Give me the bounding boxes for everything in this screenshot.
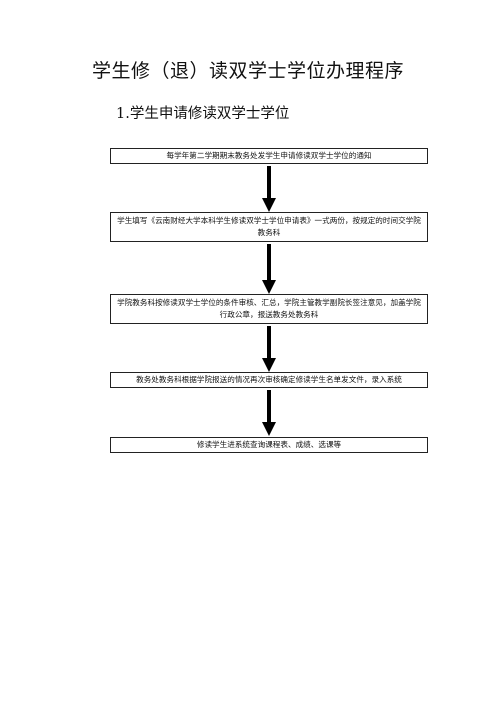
flow-step-3-text: 学院教务科按修读双学士学位的条件审核、汇总，学院主管教学副院长签注意见，加盖学院… — [117, 298, 421, 319]
section-heading: 1.学生申请修读双学士学位 — [116, 106, 290, 122]
flow-step-2: 学生填写《云南财经大学本科学生修读双学士学位申请表》一式两份，按规定的时间交学院… — [110, 212, 428, 242]
flow-step-4-text: 教务处教务科根据学院报送的情况再次审核确定修读学生名单发文件，录入系统 — [136, 375, 402, 384]
down-arrow-icon — [262, 166, 276, 212]
down-arrow-icon — [262, 244, 276, 294]
flow-step-5-text: 修读学生进系统查询课程表、成绩、选课等 — [196, 440, 342, 449]
down-arrow-icon — [262, 390, 276, 436]
flow-step-3: 学院教务科按修读双学士学位的条件审核、汇总，学院主管教学副院长签注意见，加盖学院… — [110, 294, 428, 324]
flow-step-2-text: 学生填写《云南财经大学本科学生修读双学士学位申请表》一式两份，按规定的时间交学院… — [117, 216, 421, 237]
flow-step-4: 教务处教务科根据学院报送的情况再次审核确定修读学生名单发文件，录入系统 — [110, 372, 428, 388]
page-title: 学生修（退）读双学士学位办理程序 — [91, 60, 404, 82]
flow-step-1-text: 每学年第二学期期末教务处发学生申请修读双学士学位的通知 — [166, 151, 372, 160]
flow-step-5: 修读学生进系统查询课程表、成绩、选课等 — [110, 437, 428, 453]
down-arrow-icon — [262, 326, 276, 372]
flowchart: 每学年第二学期期末教务处发学生申请修读双学士学位的通知 学生填写《云南财经大学本… — [110, 148, 428, 460]
flow-step-1: 每学年第二学期期末教务处发学生申请修读双学士学位的通知 — [110, 148, 428, 164]
